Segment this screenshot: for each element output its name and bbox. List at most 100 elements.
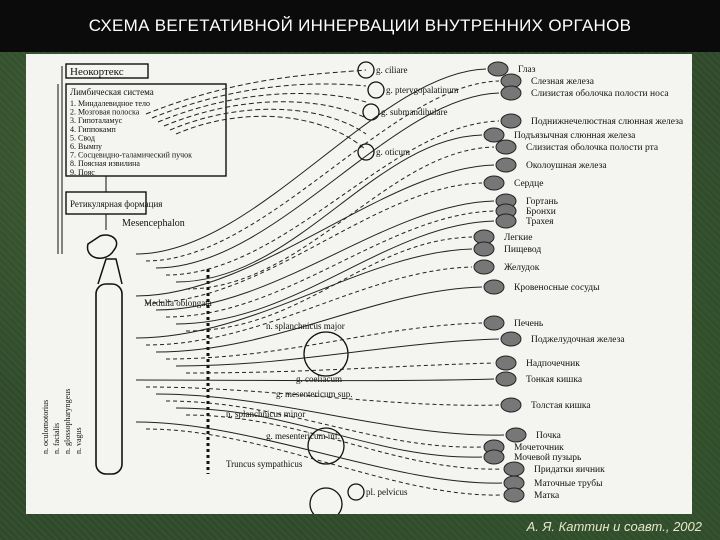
organ-label: Кровеносные сосуды [514,283,600,293]
organ-icon [505,427,527,443]
organ-label: Трахея [526,217,554,227]
ganglion-label: g. mesentericum sup. [276,389,352,399]
ganglia: g. ciliare g. pterygopalatinum g. submandi… [226,61,458,514]
nerve-path [135,378,495,382]
organ-label: Печень [514,319,544,329]
organ-label: Тонкая кишка [526,375,583,385]
limbic-heading: Лимбическая система [70,87,154,97]
nerve-path [155,286,483,353]
organ-icon [483,279,505,295]
film-strip-left [6,60,20,530]
nerve-path [151,83,367,119]
nerve-path [135,248,473,339]
limbic-item: 7. Сосцевидно-таламический пучок [70,151,192,160]
reticular-label: Ретикулярная формация [70,199,162,209]
slide-title: СХЕМА ВЕГЕТАТИВНОЙ ИННЕРВАЦИИ ВНУТРЕННИХ… [0,0,720,52]
organ-icon [500,397,522,413]
organ-label: Легкие [504,233,532,243]
organ-label: Бронхи [526,207,556,217]
organ-icon [483,175,505,191]
descending-arrows [57,66,107,254]
nerve-path [145,80,500,262]
organ-label: Почка [536,431,562,441]
limbic-item: 5. Свод [70,133,95,142]
nerve-path [163,101,367,127]
ganglion-node [309,487,343,514]
nerve-path [145,428,503,496]
ganglion-node [357,61,375,79]
ganglion-label: n. splanchnicus minor [226,409,305,419]
organ-icon [500,331,522,347]
organ-icon [495,355,517,371]
ganglion-label: g. submandibulare [381,107,448,117]
limbic-item: 3. Гипоталамус [70,116,123,125]
ganglion-node [303,331,349,377]
nerve-path [145,386,500,406]
ganglion-label: g. ciliare [376,65,407,75]
nerve-path [135,421,503,484]
organ-label: Околоушная железа [526,161,607,171]
ganglion-node [357,143,375,161]
diagram-canvas: Неокортекс Лимбическая система 1. Миндал… [41,61,684,514]
innervation-diagram: Неокортекс Лимбическая система 1. Миндал… [26,54,692,514]
nerve-pathways [135,68,505,496]
organ-label: Гортань [526,197,559,207]
organ-label: Сердце [514,179,543,189]
nerve-path [175,115,367,151]
organ-label: Мочевой пузырь [514,452,582,463]
ganglion-node [347,483,365,501]
organ-icon [500,85,522,101]
organ-label: Поднижнечелюстная слюнная железа [531,117,684,127]
limbic-item: 8. Поясная извилина [70,159,140,168]
nerve-path [185,236,473,332]
ganglion-node [362,103,380,121]
nerve-path [175,338,500,367]
spinal-label: n. vagus [74,427,83,454]
ganglion-label: g. oticum [376,147,410,157]
organ-label: Слизистая оболочка полости носа [531,88,669,99]
limbic-item: 9. Пояс [70,168,95,177]
neocortex-label: Неокортекс [70,66,124,78]
spinal-label: n. glossopharyngeus [63,389,72,454]
organ-icon [473,259,495,275]
limbic-item: 4. Гиппокамп [70,125,117,134]
nerve-path [145,69,367,115]
ganglion-node [367,81,385,99]
medulla-shape [97,258,123,285]
nerve-path [185,414,503,470]
limbic-item: 6. Вымпу [70,142,102,151]
nerve-path [165,120,500,276]
ganglion-label: g. pterygopalatinum [386,85,458,95]
organ-label: Слизистая оболочка полости рта [526,142,659,153]
organ-icon [483,315,505,331]
nerve-path [185,146,495,290]
nerve-path [135,164,495,297]
nerve-path [175,407,483,458]
nerve-path [165,210,495,318]
nerve-path [145,182,483,304]
mesencephalon-label: Mesencephalon [122,218,185,229]
limbic-item: 2. Мозговая полоска [70,108,140,117]
organ-label: Подъязычная слюнная железа [514,131,636,141]
spinal-cord [95,283,123,475]
organ-label: Мочеточник [514,443,564,453]
ganglion-label: Truncus sympathicus [226,459,303,469]
nerve-path [185,362,495,374]
limbic-item: 1. Миндалевидное тело [70,99,150,108]
ganglion-label: g. coeliacum [296,374,342,384]
nerve-path [155,393,505,436]
organ-label: Маточные трубы [534,478,603,489]
organ-label: Глаз [518,65,536,75]
spinal-label: n. oculomotorius [41,400,50,454]
organ-icon [503,487,525,503]
organ-icon [495,371,517,387]
ganglion-label: g. mesentericum inf. [266,431,340,441]
organ-icon [483,449,505,465]
organ-icon [495,157,517,173]
limbic-box [65,83,227,177]
organ-label: Поджелудочная железа [531,335,625,345]
organ-label: Придатки яичник [534,465,605,475]
